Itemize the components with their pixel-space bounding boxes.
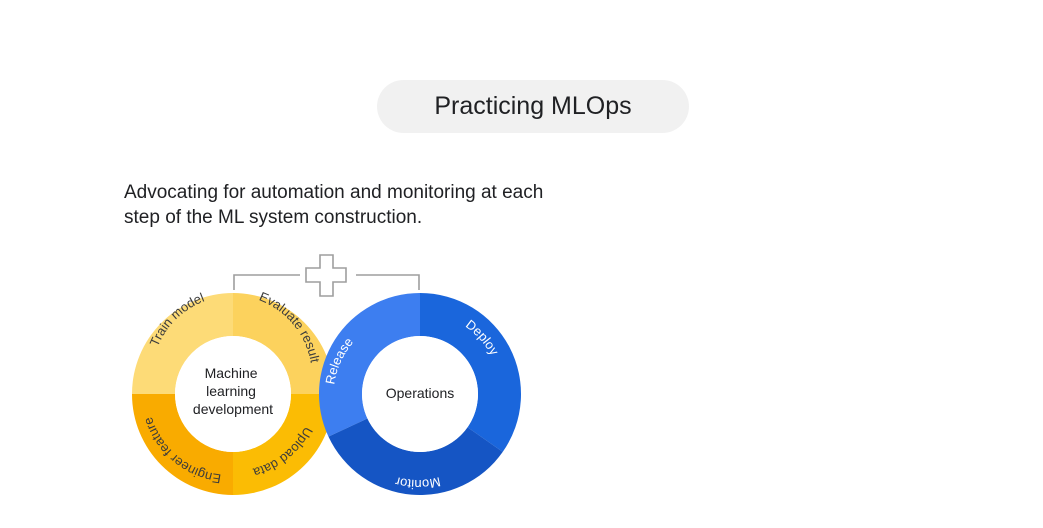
ml-segment-upload-data <box>233 394 334 495</box>
ops-inner-circle <box>362 336 478 452</box>
operations-ring <box>319 293 521 495</box>
ml-inner-circle <box>175 336 291 452</box>
ml-segment-engineer-feature <box>132 394 233 495</box>
ml-development-ring <box>132 293 334 495</box>
ops-center-label: Operations <box>386 385 454 401</box>
plus-icon <box>305 254 347 297</box>
ml-segment-train-model <box>132 293 233 394</box>
ops-segment-release <box>319 293 420 437</box>
subtitle: Advocating for automation and monitoring… <box>124 182 544 228</box>
title-pill: Practicing MLOps <box>377 80 689 133</box>
connector-bracket <box>233 274 420 290</box>
ml-center-label: Machine learning development <box>193 365 273 417</box>
ml-center-line-2: learning <box>206 383 256 399</box>
ops-segment-deploy <box>420 293 521 452</box>
ml-segment-evaluate-result <box>233 293 334 394</box>
ml-center-line-3: development <box>193 401 273 417</box>
ops-segment-monitor <box>328 418 503 495</box>
page-title: Practicing MLOps <box>434 92 632 120</box>
ml-center-line-1: Machine <box>205 365 258 381</box>
